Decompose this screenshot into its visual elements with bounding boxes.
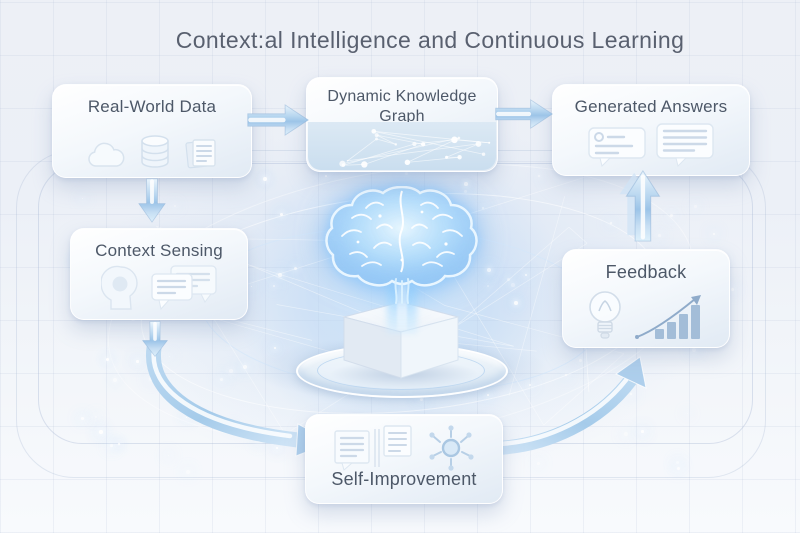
document-icon — [185, 139, 216, 169]
node-label: Real-World Data — [87, 97, 217, 116]
node-feedback: Feedback — [562, 249, 730, 348]
node-label: Generated Answers — [574, 97, 728, 116]
glowing-brain — [325, 186, 478, 304]
feedback-icons — [563, 289, 729, 341]
text-bubble-icon — [656, 123, 714, 167]
arrow-data-to-context — [138, 178, 166, 223]
node-label: Feedback — [605, 262, 687, 282]
node-generated-answers: Generated Answers — [552, 84, 750, 176]
database-icon — [141, 135, 169, 168]
arrow-context-down — [141, 321, 169, 358]
chat-bubbles-icon — [151, 265, 217, 311]
documents-icon — [334, 425, 412, 471]
growth-chart-icon — [635, 295, 701, 339]
node-label: Context Sensing — [95, 241, 223, 260]
lightbulb-icon — [589, 291, 621, 339]
arrow-feedback-to-answers — [619, 170, 661, 242]
node-label: Dynamic Knowledge Graph — [327, 88, 477, 125]
real-world-data-icons — [53, 135, 251, 169]
network-graph-icon — [308, 122, 496, 170]
curved-arrow-self-improvement-to-feedback — [489, 356, 647, 455]
node-self-improvement: Self-Improvement — [305, 414, 503, 504]
node-real-world-data: Real-World Data — [52, 84, 252, 178]
person-head-icon — [101, 265, 138, 310]
light-beam-core — [397, 284, 407, 330]
node-context-sensing: Context Sensing — [70, 228, 248, 320]
context-sensing-icons — [71, 265, 247, 311]
cloud-icon — [88, 142, 125, 167]
generated-answers-icons — [553, 123, 749, 167]
self-improvement-icons — [306, 425, 502, 471]
hub-network-icon — [429, 425, 474, 471]
arrow-graph-to-answers — [495, 99, 554, 129]
annotation-bubble-icon — [588, 127, 646, 167]
node-dynamic-knowledge-graph: Dynamic Knowledge Graph — [306, 77, 498, 172]
arrow-data-to-graph — [247, 104, 310, 136]
diagram-title: Context:al Intelligence and Continuous L… — [175, 27, 685, 53]
node-label: Self-Improvement — [331, 469, 477, 490]
